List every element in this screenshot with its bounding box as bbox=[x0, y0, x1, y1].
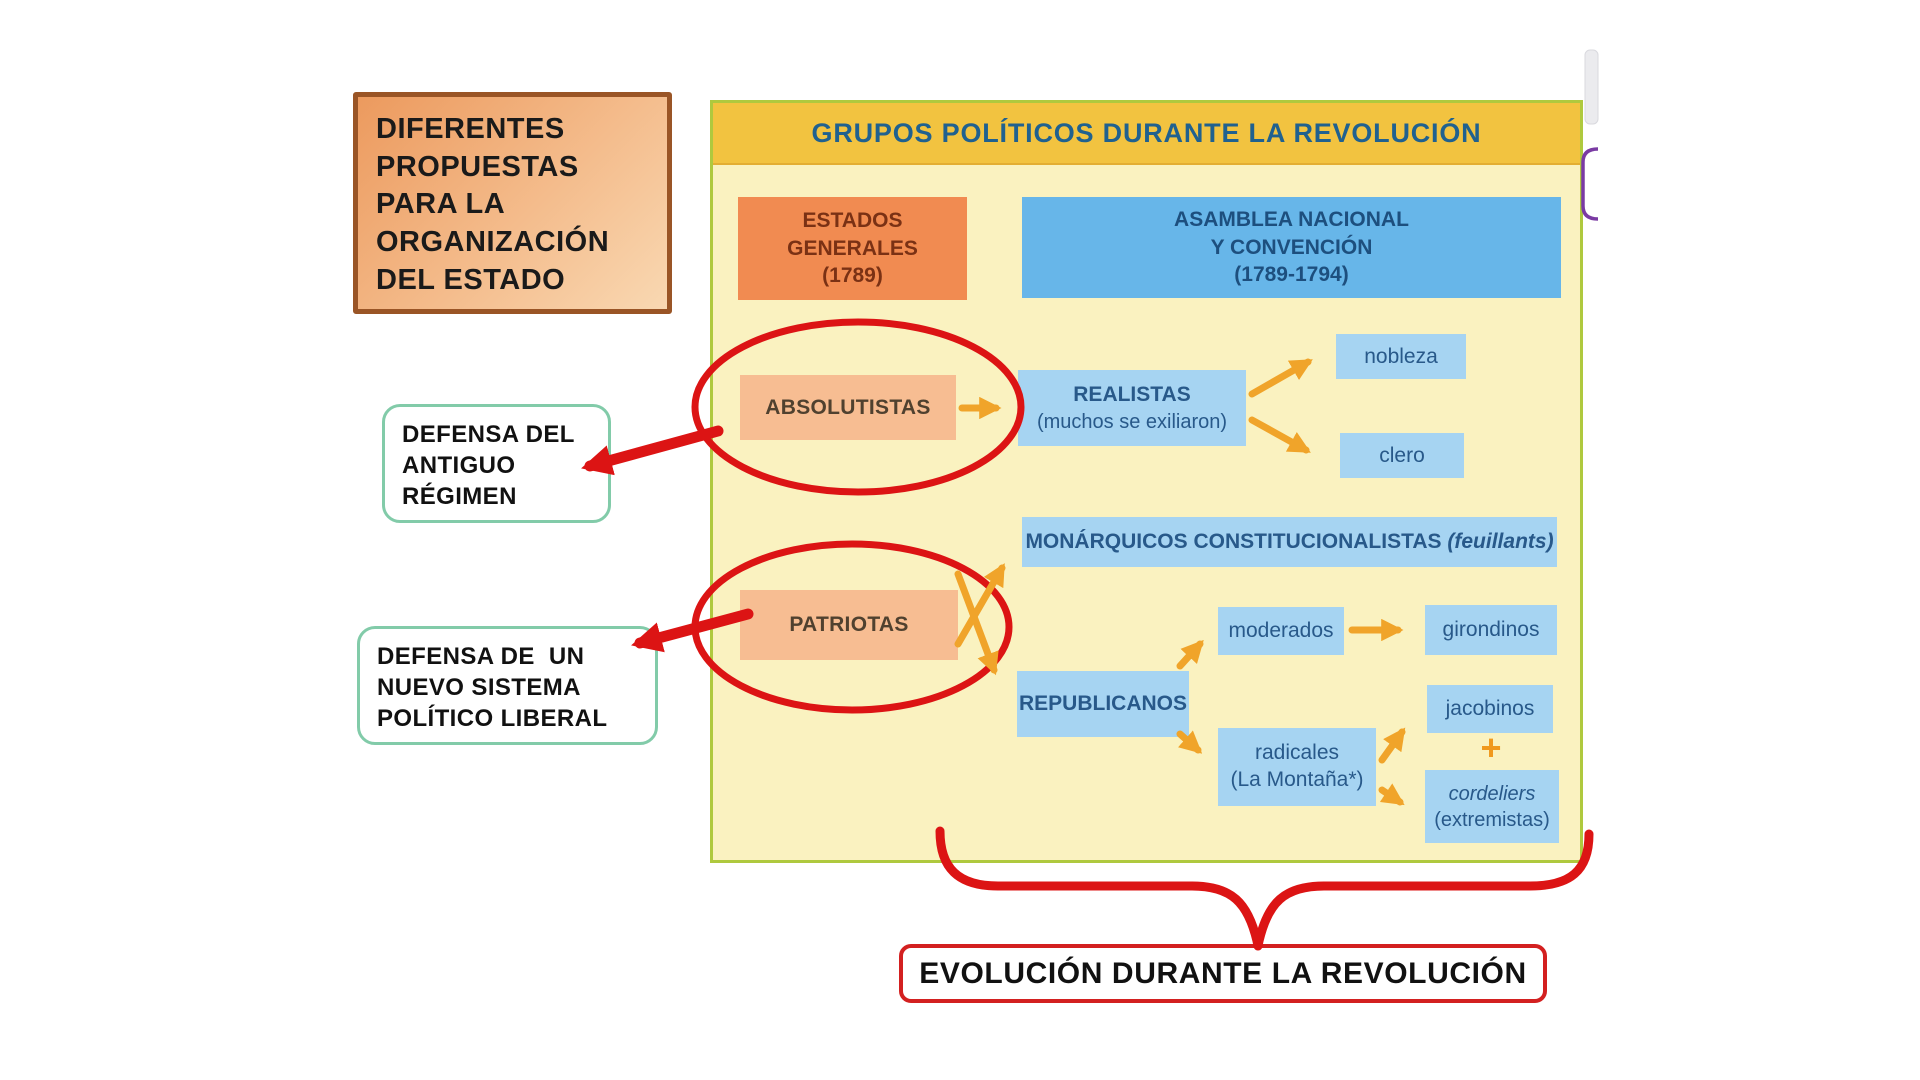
node-patriotas: PATRIOTAS bbox=[740, 590, 958, 660]
node-girondinos: girondinos bbox=[1425, 605, 1557, 655]
column-header-estados-generales: ESTADOS GENERALES (1789) bbox=[738, 197, 967, 300]
node-republicanos: REPUBLICANOS bbox=[1017, 671, 1189, 737]
callout-new-system: DEFENSA DE UN NUEVO SISTEMA POLÍTICO LIB… bbox=[357, 626, 658, 745]
monarquicos-label: MONÁRQUICOS CONSTITUCIONALISTAS bbox=[1025, 530, 1448, 553]
callout-old-regime: DEFENSA DEL ANTIGUO RÉGIMEN bbox=[382, 404, 611, 523]
side-title-box: DIFERENTES PROPUESTAS PARA LA ORGANIZACI… bbox=[353, 92, 672, 314]
plus-sign: + bbox=[1480, 727, 1502, 768]
realistas-title: REALISTAS bbox=[1073, 383, 1191, 407]
node-radicales: radicales (La Montaña*) bbox=[1218, 728, 1376, 806]
feuillants-label: (feuillants) bbox=[1447, 530, 1554, 553]
edge-gray-bar bbox=[1584, 49, 1599, 125]
panel-title: GRUPOS POLÍTICOS DURANTE LA REVOLUCIÓN bbox=[811, 117, 1482, 148]
evolution-label-box: EVOLUCIÓN DURANTE LA REVOLUCIÓN bbox=[899, 944, 1547, 1003]
node-absolutistas: ABSOLUTISTAS bbox=[740, 375, 956, 440]
node-clero: clero bbox=[1340, 433, 1464, 478]
node-moderados: moderados bbox=[1218, 607, 1344, 655]
edge-purple-bracket bbox=[1581, 147, 1599, 221]
column-header-asamblea-nacional: ASAMBLEA NACIONAL Y CONVENCIÓN (1789-179… bbox=[1022, 197, 1561, 298]
panel-title-band: GRUPOS POLÍTICOS DURANTE LA REVOLUCIÓN bbox=[713, 103, 1580, 165]
node-jacobinos: jacobinos bbox=[1427, 685, 1553, 733]
node-monarquicos-constitucionalistas: MONÁRQUICOS CONSTITUCIONALISTAS (feuilla… bbox=[1022, 517, 1557, 567]
node-realistas: REALISTAS (muchos se exiliaron) bbox=[1018, 370, 1246, 446]
extremistas-label: (extremistas) bbox=[1434, 808, 1550, 831]
node-cordeliers: cordeliers (extremistas) bbox=[1425, 770, 1559, 843]
cordeliers-label: cordeliers bbox=[1448, 782, 1536, 805]
realistas-subtitle: (muchos se exiliaron) bbox=[1036, 410, 1228, 433]
node-nobleza: nobleza bbox=[1336, 334, 1466, 379]
